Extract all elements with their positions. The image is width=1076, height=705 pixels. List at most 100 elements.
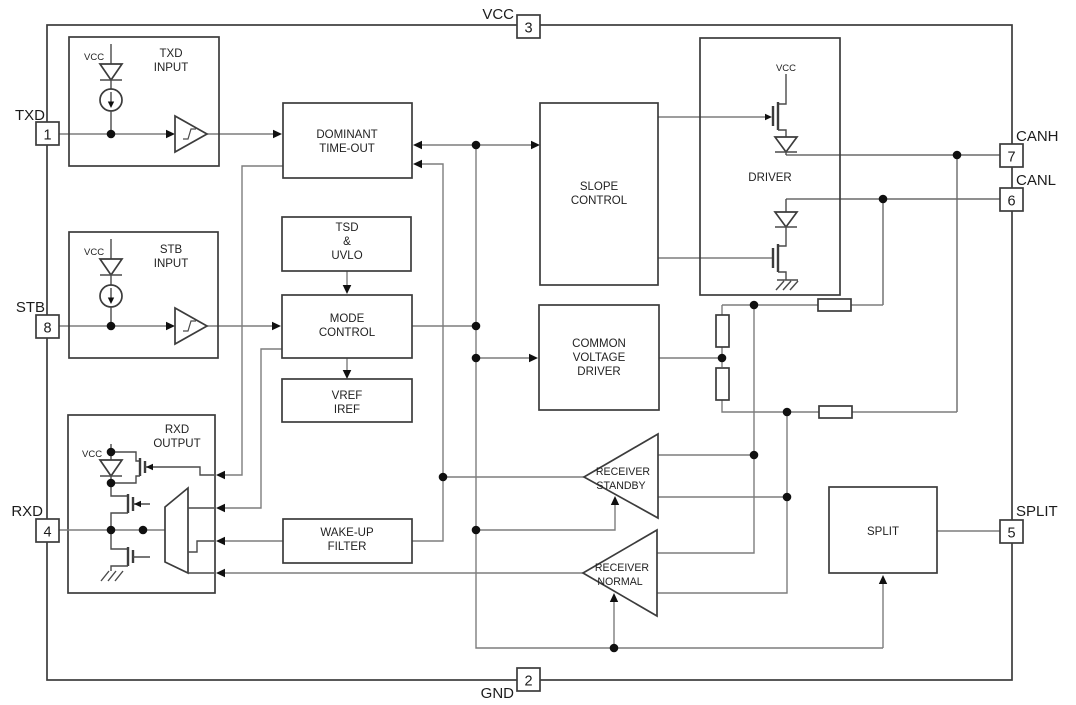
receiver-standby-block: RECEIVER STANDBY bbox=[582, 432, 659, 520]
split-block: SPLIT bbox=[828, 486, 938, 574]
tsd-uvlo-block: TSD & UVLO bbox=[281, 216, 412, 272]
common-voltage-driver-block: COMMON VOLTAGE DRIVER bbox=[538, 304, 660, 411]
tsd-uvlo-label3: UVLO bbox=[331, 250, 362, 262]
pin-label-stb: STB bbox=[16, 299, 45, 316]
pin-number-7: 7 bbox=[1007, 150, 1015, 166]
diode-icon bbox=[98, 258, 124, 277]
pin-box-6 bbox=[999, 187, 1024, 212]
pin-box-8 bbox=[35, 314, 60, 339]
arrowheads bbox=[166, 113, 888, 602]
receiver-standby-triangle bbox=[582, 432, 659, 520]
resistor-icon bbox=[715, 367, 730, 401]
mode-control-label: MODE bbox=[330, 313, 365, 325]
pin-number-4: 4 bbox=[43, 525, 51, 541]
mode-control-block: MODE CONTROL bbox=[281, 294, 413, 359]
resistor-icon bbox=[817, 298, 852, 312]
vref-iref-label2: IREF bbox=[334, 404, 360, 416]
txd-input-label: TXD bbox=[160, 48, 183, 60]
pin-number-3: 3 bbox=[524, 21, 532, 37]
txd-input-block: TXD INPUT VCC bbox=[68, 36, 220, 167]
pin-label-vcc: VCC bbox=[482, 6, 514, 23]
pin-box-7 bbox=[999, 143, 1024, 168]
termination-resistors bbox=[715, 298, 853, 419]
pin-number-6: 6 bbox=[1007, 194, 1015, 210]
rxd-output-label: RXD bbox=[165, 424, 189, 436]
tsd-uvlo-label: TSD bbox=[336, 222, 359, 234]
cvd-label3: DRIVER bbox=[577, 366, 620, 378]
pin-box-4 bbox=[35, 518, 60, 543]
rxd-output-label2: OUTPUT bbox=[153, 438, 200, 450]
pin-label-txd: TXD bbox=[15, 107, 45, 124]
mode-control-label2: CONTROL bbox=[319, 327, 376, 339]
slope-control-label2: CONTROL bbox=[571, 195, 628, 207]
pin-label-rxd: RXD bbox=[11, 503, 43, 520]
vcc-label-rxd: VCC bbox=[82, 449, 102, 460]
receiver-normal-label: RECEIVER bbox=[595, 562, 650, 574]
schmitt-buffer-icon bbox=[174, 306, 209, 346]
pin-label-gnd: GND bbox=[481, 685, 515, 702]
ground-icon bbox=[775, 279, 799, 291]
pin-number-2: 2 bbox=[524, 674, 532, 690]
txd-input-label2: INPUT bbox=[154, 62, 189, 74]
pin-number-5: 5 bbox=[1007, 526, 1015, 542]
diode-icon bbox=[98, 63, 124, 82]
stb-input-label2: INPUT bbox=[154, 258, 189, 270]
pin-gnd: 2 GND bbox=[481, 667, 541, 702]
pin-canl: 6 CANL bbox=[999, 172, 1056, 212]
dominant-timeout-block: DOMINANT TIME-OUT bbox=[282, 102, 413, 179]
driver-label: DRIVER bbox=[748, 172, 791, 184]
wakeup-filter-label2: FILTER bbox=[328, 541, 367, 553]
resistor-icon bbox=[715, 314, 730, 348]
chip-border bbox=[46, 24, 1013, 681]
pin-split: 5 SPLIT bbox=[999, 503, 1058, 544]
schmitt-buffer-icon bbox=[174, 114, 209, 154]
vcc-label-stb: VCC bbox=[84, 247, 104, 258]
dominant-timeout-label: DOMINANT bbox=[316, 129, 377, 141]
wakeup-filter-label: WAKE-UP bbox=[320, 527, 374, 539]
wakeup-filter-block: WAKE-UP FILTER bbox=[282, 518, 413, 564]
split-block-label: SPLIT bbox=[867, 526, 899, 538]
pin-number-1: 1 bbox=[43, 128, 51, 144]
wires bbox=[58, 116, 1000, 649]
driver-block: DRIVER VCC bbox=[699, 37, 841, 296]
vcc-label-driver: VCC bbox=[776, 63, 796, 74]
ground-icon bbox=[100, 570, 124, 582]
pin-rxd: 4 RXD bbox=[11, 503, 60, 543]
vref-iref-block: VREF IREF bbox=[281, 378, 413, 423]
pin-box-2 bbox=[516, 667, 541, 692]
receiver-normal-triangle bbox=[581, 528, 658, 618]
receiver-standby-label: RECEIVER bbox=[596, 466, 651, 478]
junction-dots bbox=[106, 129, 962, 653]
diode-icon bbox=[98, 459, 124, 478]
slope-control-label: SLOPE bbox=[580, 181, 619, 193]
pin-canh: 7 CANH bbox=[999, 128, 1059, 168]
dominant-timeout-label2: TIME-OUT bbox=[319, 143, 375, 155]
receiver-normal-label2: NORMAL bbox=[597, 576, 642, 588]
slope-control-block: SLOPE CONTROL bbox=[539, 102, 659, 286]
pin-box-3 bbox=[516, 14, 541, 39]
pin-txd: 1 TXD bbox=[15, 107, 60, 146]
pin-stb: 8 STB bbox=[16, 299, 60, 339]
stb-input-label: STB bbox=[160, 244, 183, 256]
resistor-icon bbox=[818, 405, 853, 419]
diode-icon bbox=[773, 136, 799, 154]
stb-input-block: STB INPUT VCC bbox=[68, 231, 219, 359]
mux-icon bbox=[164, 486, 189, 575]
cvd-label2: VOLTAGE bbox=[573, 352, 626, 364]
vref-iref-label: VREF bbox=[332, 390, 363, 402]
tsd-uvlo-label2: & bbox=[343, 236, 351, 248]
cvd-label: COMMON bbox=[572, 338, 626, 350]
pin-label-canh: CANH bbox=[1016, 128, 1059, 145]
vcc-label-txd: VCC bbox=[84, 52, 104, 63]
pin-vcc: 3 VCC bbox=[482, 6, 541, 39]
pin-box-5 bbox=[999, 519, 1024, 544]
pin-box-1 bbox=[35, 121, 60, 146]
receiver-normal-block: RECEIVER NORMAL bbox=[581, 528, 658, 618]
pin-label-split: SPLIT bbox=[1016, 503, 1058, 520]
diode-icon bbox=[773, 211, 799, 229]
receiver-standby-label2: STANDBY bbox=[596, 480, 645, 492]
rxd-output-block: RXD OUTPUT VCC bbox=[58, 414, 216, 594]
pin-number-8: 8 bbox=[43, 321, 51, 337]
